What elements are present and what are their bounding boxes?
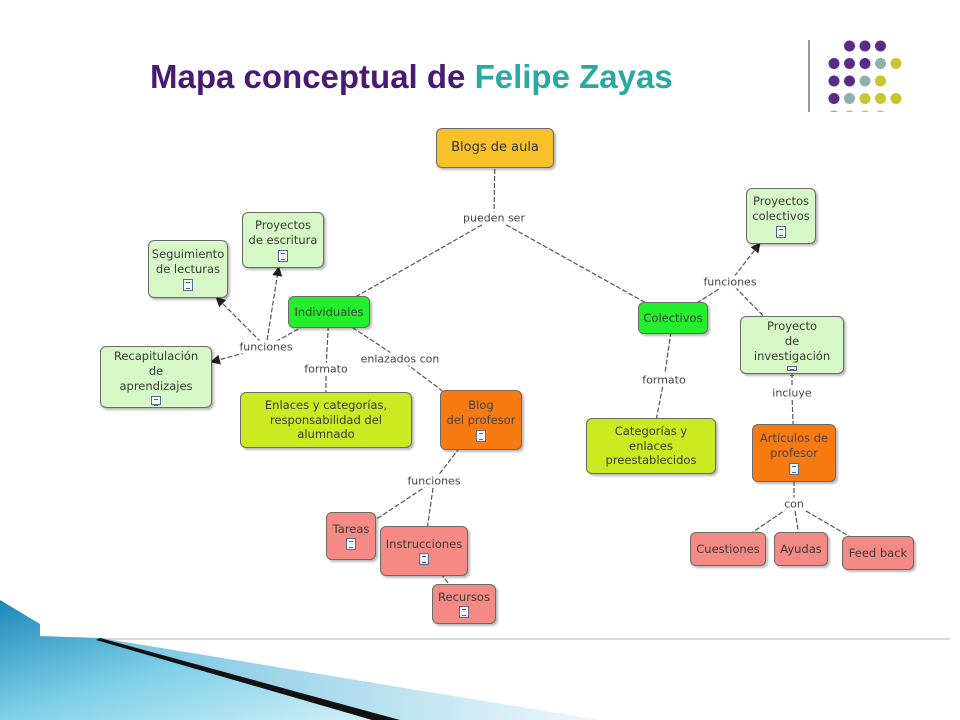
decorative-dot <box>828 58 840 69</box>
decorative-dot <box>844 58 855 69</box>
concept-node-label: Blog del profesor <box>446 398 516 427</box>
decorative-dot <box>875 93 886 104</box>
link-pueden_ser-colectivos <box>493 217 674 319</box>
link-label-incluye: incluye <box>770 386 814 400</box>
decorative-dot <box>875 75 886 87</box>
concept-node-label: Tareas <box>332 521 370 536</box>
document-icon[interactable] <box>787 365 797 377</box>
concept-node-proyectos_escritura[interactable]: Proyectos de escritura <box>242 212 324 268</box>
concept-node-label: Instrucciones <box>385 536 463 551</box>
concept-node-label: Proyecto de investigación <box>753 319 831 363</box>
concept-node-cuestiones[interactable]: Cuestiones <box>690 532 766 566</box>
concept-node-label: Categorías y enlaces preestablecidos <box>605 423 697 468</box>
decorative-dot <box>844 93 855 104</box>
page-title: Mapa conceptual de Felipe Zayas <box>150 58 673 96</box>
document-icon[interactable] <box>459 606 469 619</box>
link-label-pueden_ser: pueden ser <box>461 211 527 225</box>
concept-node-label: Ayudas <box>780 541 822 556</box>
concept-node-label: Cuestiones <box>696 541 760 556</box>
concept-node-recursos[interactable]: Recursos <box>432 584 496 624</box>
link-label-funciones_col: funciones <box>701 275 759 289</box>
link-blog_profesor-funciones_prof <box>433 419 482 482</box>
concept-node-label: Proyectos de escritura <box>248 218 318 247</box>
concept-node-colectivos[interactable]: Colectivos <box>638 302 708 334</box>
concept-node-enlaces_cat[interactable]: Enlaces y categorías, responsabilidad de… <box>240 392 412 448</box>
concept-node-categorias_pre[interactable]: Categorías y enlaces preestablecidos <box>586 418 716 474</box>
decorative-dot <box>875 58 886 69</box>
link-funciones_ind-seguimiento <box>215 296 267 348</box>
concept-node-proyecto_inv[interactable]: Proyecto de investigación <box>740 316 844 377</box>
concept-node-label: Enlaces y categorías, responsabilidad de… <box>264 397 388 442</box>
document-icon[interactable] <box>476 429 486 442</box>
link-label-con: con <box>782 497 806 511</box>
title-divider <box>808 40 810 126</box>
link-label-funciones_ind: funciones <box>237 340 295 354</box>
concept-map: pueden ser funciones formato enlazados con f… <box>40 112 950 640</box>
link-label-formato_ind: formato <box>302 362 350 376</box>
link-label-funciones_prof: funciones <box>405 474 463 488</box>
decorative-dot <box>859 40 871 52</box>
document-icon[interactable] <box>776 225 786 238</box>
document-icon[interactable] <box>419 553 429 566</box>
concept-node-tareas[interactable]: Tareas <box>326 512 376 560</box>
document-icon[interactable] <box>151 395 161 407</box>
decorative-ribbon <box>0 600 600 720</box>
title-main: Mapa conceptual de <box>150 58 466 95</box>
concept-node-feedback[interactable]: Feed back <box>842 536 914 570</box>
link-funciones_ind-proyectos_escritura <box>265 266 283 348</box>
decorative-dot <box>859 93 871 104</box>
concept-node-label: Blogs de aula <box>451 139 539 155</box>
concept-node-blog_profesor[interactable]: Blog del profesor <box>440 390 522 450</box>
decorative-dot <box>844 40 855 52</box>
concept-node-seguimiento[interactable]: Seguimiento de lecturas <box>148 240 228 298</box>
concept-node-blogs[interactable]: Blogs de aula <box>436 128 554 168</box>
decorative-dot <box>875 40 886 52</box>
title-accent: Felipe Zayas <box>474 58 673 95</box>
decorative-dot <box>890 93 902 104</box>
concept-node-label: Artículos de profesor <box>759 431 829 460</box>
concept-node-label: Seguimiento de lecturas <box>151 247 225 276</box>
concept-node-label: Individuales <box>294 304 364 319</box>
decorative-dot <box>859 75 871 87</box>
concept-node-individuales[interactable]: Individuales <box>288 296 370 328</box>
decorative-dot <box>859 58 871 69</box>
decorative-dot <box>844 75 855 87</box>
link-label-enlazados_con: enlazados con <box>358 352 442 366</box>
document-icon[interactable] <box>278 249 288 262</box>
concept-node-instrucciones[interactable]: Instrucciones <box>380 526 468 576</box>
concept-node-label: Feed back <box>848 545 908 560</box>
document-icon[interactable] <box>346 538 356 551</box>
decorative-dot <box>890 58 902 69</box>
concept-node-label: Recursos <box>438 589 490 604</box>
link-funciones_prof-tareas <box>350 480 435 537</box>
concept-node-label: Proyectos colectivos <box>752 194 810 223</box>
concept-node-proyectos_colectivos[interactable]: Proyectos colectivos <box>746 188 816 244</box>
concept-node-label: Colectivos <box>643 310 703 325</box>
document-icon[interactable] <box>183 278 193 291</box>
concept-node-ayudas[interactable]: Ayudas <box>774 532 828 566</box>
link-label-formato_col: formato <box>640 373 688 387</box>
concept-node-label: Recapitulación de aprendizajes <box>113 349 199 393</box>
document-icon[interactable] <box>789 462 799 475</box>
concept-node-recapitulacion[interactable]: Recapitulación de aprendizajes <box>100 346 212 408</box>
decorative-dot <box>828 75 840 87</box>
decorative-dot <box>828 93 840 104</box>
concept-node-articulos[interactable]: Artículos de profesor <box>752 424 836 482</box>
